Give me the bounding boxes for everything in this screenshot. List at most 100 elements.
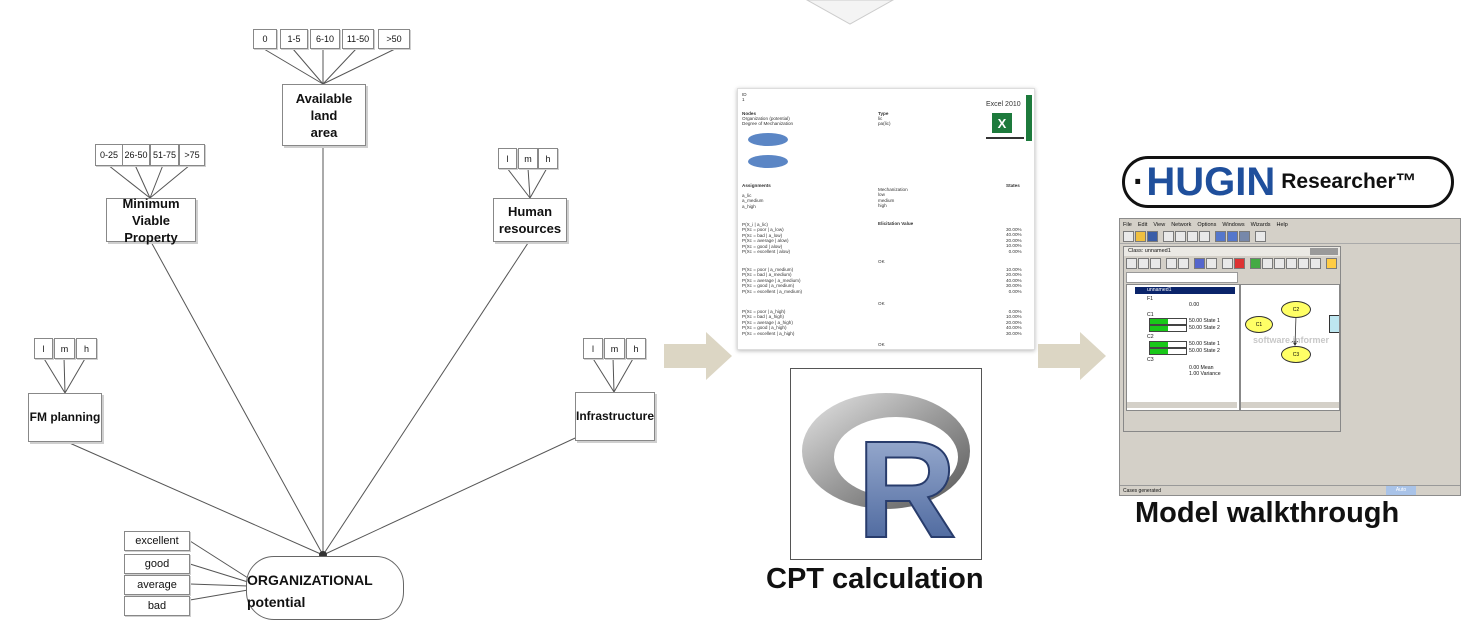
tool-icon[interactable] <box>1138 258 1149 269</box>
state-value: 1.00 Variance <box>1189 371 1221 377</box>
hugin-toolbar <box>1120 230 1460 244</box>
doc-elicit-title: Elicitation Value <box>878 221 914 226</box>
tool-icon[interactable] <box>1298 258 1309 269</box>
node-available-land-area: Available land area <box>282 84 366 146</box>
graph-scrollbar[interactable] <box>1241 402 1339 408</box>
doc-assignments-title: Assignments <box>742 183 771 188</box>
tree-item-c3[interactable]: C3 <box>1147 357 1154 363</box>
hugin-menubar: File Edit View Network Options Windows W… <box>1120 219 1460 230</box>
menu-item[interactable]: Help <box>1276 221 1288 228</box>
tree-root[interactable]: unnamed1 <box>1135 287 1235 294</box>
tool-icon[interactable] <box>1250 258 1261 269</box>
state-box: bad <box>124 596 190 616</box>
doc-states-title: States <box>1006 183 1020 188</box>
node-infrastructure: Infrastructure <box>575 392 655 441</box>
help-icon[interactable] <box>1255 231 1266 242</box>
watermark: software.informer <box>1253 335 1330 345</box>
tree-scrollbar[interactable] <box>1127 402 1237 408</box>
state-bar <box>1149 348 1187 355</box>
graph-node-c1[interactable]: C1 <box>1245 316 1273 333</box>
caption-cpt-calculation: CPT calculation <box>766 563 984 595</box>
caption-model-walkthrough: Model walkthrough <box>1135 497 1400 529</box>
connector-lines <box>42 48 635 601</box>
tool-icon[interactable] <box>1326 258 1337 269</box>
book-icon[interactable] <box>1239 231 1250 242</box>
doc-node-oval <box>748 155 788 168</box>
state-box: h <box>538 148 558 169</box>
new-icon[interactable] <box>1123 231 1134 242</box>
r-logo: R <box>790 368 982 560</box>
tool-icon[interactable] <box>1166 258 1177 269</box>
hugin-statusbar: Cases generated <box>1120 485 1460 495</box>
node-human-resources: Human resources <box>493 198 567 242</box>
hugin-logo-word: HUGIN <box>1146 159 1276 204</box>
top-chevron-shape <box>805 0 895 25</box>
graph-node-c3[interactable]: C3 <box>1281 346 1311 363</box>
state-box: >75 <box>179 144 205 166</box>
doc-type-lines: lic pa(lic) <box>878 116 891 127</box>
state-box: 6-10 <box>310 29 340 49</box>
doc-mech-lines: Mechanization low medium high <box>878 187 908 209</box>
tool-icon[interactable] <box>1222 258 1233 269</box>
flow-arrow-right-icon <box>1038 332 1106 380</box>
tool-icon[interactable] <box>1194 258 1205 269</box>
doc-node-oval <box>748 133 788 146</box>
state-bar <box>1149 325 1187 332</box>
grid-icon[interactable] <box>1227 231 1238 242</box>
menu-item[interactable]: Options <box>1197 221 1217 228</box>
tool-icon[interactable] <box>1310 258 1321 269</box>
class-window: Class: unnamed1 unnamed1 F1 0.00 <box>1123 246 1341 432</box>
tool-icon[interactable] <box>1206 258 1217 269</box>
node-minimum-viable-property: Minimum Viable Property <box>106 196 196 245</box>
node-label: resources <box>498 221 562 236</box>
doc-nodes-lines: Organization (potential) Degree of Mecha… <box>742 116 794 127</box>
cut-icon[interactable] <box>1175 231 1186 242</box>
tree-item-c2[interactable]: C2 <box>1147 334 1154 340</box>
node-tree-pane: unnamed1 F1 0.00 C1 50.00 State 1 50.00 … <box>1126 284 1240 411</box>
state-box: excellent <box>124 531 190 551</box>
state-box: h <box>626 338 646 359</box>
tool-icon[interactable] <box>1286 258 1297 269</box>
state-box: m <box>54 338 75 359</box>
menu-item[interactable]: Windows <box>1222 221 1245 228</box>
open-icon[interactable] <box>1135 231 1146 242</box>
graph-node-c2[interactable]: C2 <box>1281 301 1311 318</box>
menu-item[interactable]: View <box>1153 221 1166 228</box>
tool-icon[interactable] <box>1234 258 1245 269</box>
graph-node-hex[interactable] <box>1329 315 1339 333</box>
state-box: 11-50 <box>342 29 374 49</box>
print-icon[interactable] <box>1163 231 1174 242</box>
tree-item-c1[interactable]: C1 <box>1147 312 1154 318</box>
window-controls[interactable] <box>1310 248 1338 255</box>
doc-block1: P(X_i | a_lic) P(Xc = poor | a_low) P(Xc… <box>742 222 791 255</box>
node-label: area <box>310 124 338 140</box>
state-value: 0.00 Mean <box>1189 365 1214 371</box>
state-box: m <box>518 148 538 169</box>
doc-assign-lines: a_lic a_medium a_high <box>742 193 764 209</box>
tool-icon[interactable] <box>1150 258 1161 269</box>
search-input[interactable] <box>1126 272 1238 283</box>
copy-icon[interactable] <box>1187 231 1198 242</box>
tool-icon[interactable] <box>1126 258 1137 269</box>
r-logo-icon: R <box>802 393 970 559</box>
r-letter: R <box>857 413 957 559</box>
menu-item[interactable]: Edit <box>1137 221 1148 228</box>
excel-bar <box>1026 95 1032 141</box>
menu-item[interactable]: Network <box>1171 221 1192 228</box>
tool-icon[interactable] <box>1178 258 1189 269</box>
tree-item-f1[interactable]: F1 <box>1147 296 1154 302</box>
tool-icon[interactable] <box>1274 258 1285 269</box>
menu-item[interactable]: File <box>1123 221 1132 228</box>
state-value: 50.00 State 2 <box>1189 348 1220 354</box>
window-icon[interactable] <box>1215 231 1226 242</box>
hugin-logo-suffix: Researcher™ <box>1281 170 1417 193</box>
doc-vals2: 10.00% 20.00% 40.00% 30.00% 0.00% <box>1006 267 1022 294</box>
delete-icon[interactable] <box>1199 231 1210 242</box>
hugin-logo-dot: · <box>1133 162 1145 201</box>
save-icon[interactable] <box>1147 231 1158 242</box>
node-label: ORGANIZATIONAL <box>247 572 373 588</box>
flow-arrow-right-icon <box>664 332 732 380</box>
menu-item[interactable]: Wizards <box>1250 221 1271 228</box>
tool-icon[interactable] <box>1262 258 1273 269</box>
state-box: 51-75 <box>150 144 179 166</box>
